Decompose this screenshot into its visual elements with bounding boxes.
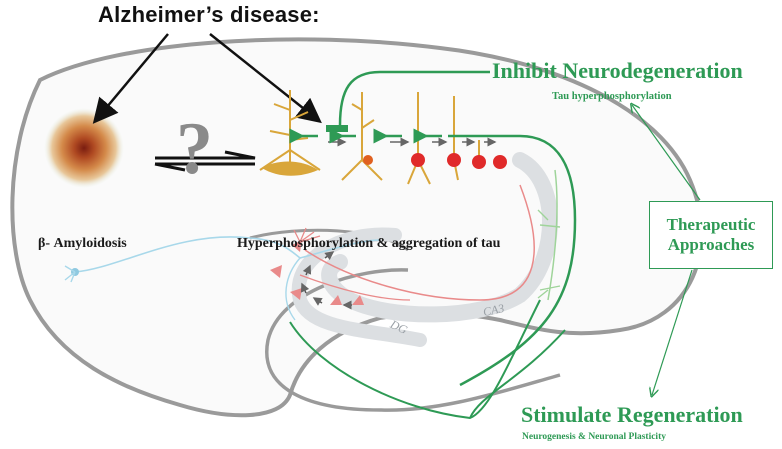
pink-neuron	[290, 288, 302, 300]
blue-axon	[74, 236, 381, 273]
pink-neuron	[270, 265, 282, 278]
inner-fold	[249, 228, 409, 252]
amyloidosis-label: β- Amyloidosis	[38, 236, 127, 251]
tangle-soma	[493, 155, 507, 169]
box-line-1: Therapeutic	[666, 215, 756, 234]
tangle-soma	[411, 153, 425, 167]
dg-arrows	[300, 251, 352, 310]
therapeutic-approaches-box: Therapeutic Approaches	[649, 201, 773, 269]
tangle-soma	[447, 153, 461, 167]
regeneration-line	[289, 299, 541, 420]
arrow-to-plaque	[92, 33, 169, 124]
stimulate-subheading: Neurogenesis & Neuronal Plasticity	[522, 432, 666, 442]
tangle-soma	[472, 155, 486, 169]
tau-label: Hyperphosphorylation & aggregation of ta…	[237, 236, 501, 251]
regeneration-line-2	[469, 329, 566, 419]
green-ca-neurons	[547, 169, 558, 301]
pink-neuron	[330, 295, 342, 305]
figure-title: Alzheimer’s disease:	[98, 2, 320, 27]
tau-neuron-sequence-icon	[259, 90, 480, 185]
ca-band	[321, 152, 558, 323]
blue-axon-branch	[285, 257, 301, 321]
box-to-inhibit-arrow	[632, 105, 701, 201]
pink-neuron	[292, 240, 302, 252]
inhibit-subheading: Tau hyperphosphorylation	[552, 91, 672, 102]
box-line-2: Approaches	[667, 235, 755, 254]
inhibit-line	[338, 70, 490, 126]
pink-axon	[304, 184, 535, 301]
inhibition-bar-icon	[326, 125, 348, 132]
arrow-to-neurons	[209, 33, 322, 124]
inhibit-heading: Inhibit Neurodegeneration	[492, 58, 743, 83]
equilibrium-arrows	[154, 150, 256, 172]
tangle-soma	[363, 155, 373, 165]
stimulate-heading: Stimulate Regeneration	[521, 402, 743, 427]
box-to-stimulate-arrow	[652, 269, 693, 395]
gold-soma	[262, 161, 318, 176]
amyloid-plaque-icon	[44, 108, 124, 188]
question-mark: ?	[176, 108, 213, 190]
pink-neuron	[352, 295, 364, 305]
reverse-arrows	[289, 128, 577, 387]
